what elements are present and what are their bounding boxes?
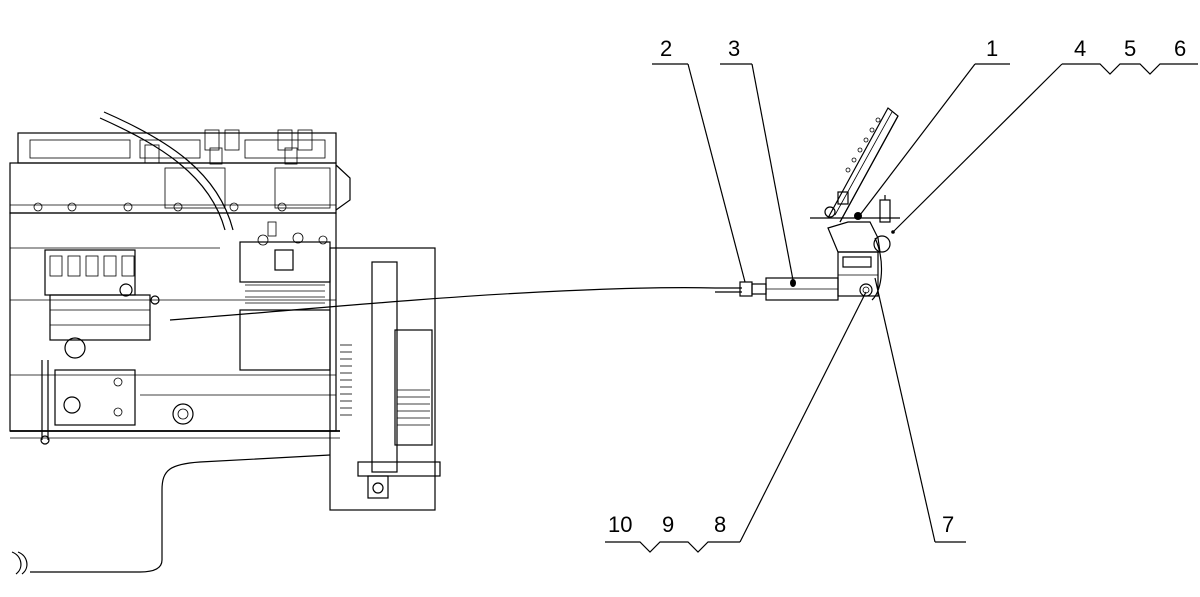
leader-lines [605, 63, 1198, 553]
label-4: 4 [1074, 36, 1086, 61]
label-3: 3 [728, 36, 740, 61]
pedal-assembly [739, 107, 900, 301]
part-labels: 1 2 3 4 5 6 7 8 9 10 [608, 36, 1186, 537]
label-5: 5 [1124, 36, 1136, 61]
label-10: 10 [608, 512, 632, 537]
label-1: 1 [986, 36, 998, 61]
label-9: 9 [662, 512, 674, 537]
engine-assembly [9, 111, 441, 575]
label-2: 2 [660, 36, 672, 61]
label-7: 7 [942, 512, 954, 537]
label-8: 8 [714, 512, 726, 537]
label-6: 6 [1174, 36, 1186, 61]
throttle-cable [169, 287, 742, 321]
